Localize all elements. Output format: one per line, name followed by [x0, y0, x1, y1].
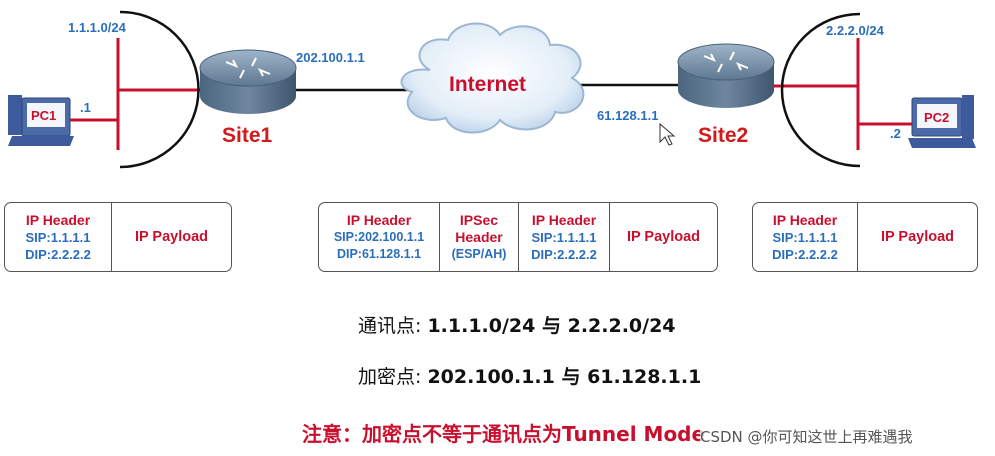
left-ip-header: IP Header SIP:1.1.1.1 DIP:2.2.2.2 — [5, 203, 112, 271]
left-packet-box: IP Header SIP:1.1.1.1 DIP:2.2.2.2 IP Pay… — [4, 202, 232, 272]
pc2-computer-icon — [908, 95, 976, 148]
inner-ip-header: IP Header SIP:1.1.1.1 DIP:2.2.2.2 — [519, 203, 610, 271]
site2-label: Site2 — [698, 124, 749, 147]
right-subnet-label: 2.2.2.0/24 — [826, 23, 884, 38]
site1-label: Site1 — [222, 124, 273, 147]
csdn-watermark: CSDN @你可知这世上再难遇我 — [700, 426, 913, 447]
comm-point-line: 通讯点: 1.1.1.0/24 与 2.2.2.0/24 — [358, 311, 676, 338]
site2-router-icon — [677, 43, 775, 108]
inner-ip-header-title: IP Header — [531, 211, 597, 228]
left-payload-cell: IP Payload — [112, 203, 231, 271]
left-dip: DIP:2.2.2.2 — [25, 246, 91, 262]
outer-ip-header: IP Header SIP:202.100.1.1 DIP:61.128.1.1 — [319, 203, 440, 271]
ipsec-line1: IPSec — [459, 211, 499, 228]
right-payload: IP Payload — [880, 229, 955, 245]
pc1-label: PC1 — [31, 108, 57, 123]
right-site-arc — [780, 12, 861, 168]
left-payload: IP Payload — [134, 229, 209, 245]
right-payload-cell: IP Payload — [858, 203, 977, 271]
left-site-arc — [119, 10, 200, 169]
internet-label: Internet — [449, 73, 527, 96]
site2-wan-ip: 61.128.1.1 — [597, 108, 659, 123]
middle-payload: IP Payload — [626, 229, 701, 245]
outer-ip-header-title: IP Header — [346, 211, 412, 228]
site1-router-icon — [199, 49, 297, 114]
left-sip: SIP:1.1.1.1 — [25, 229, 91, 245]
left-subnet-label: 1.1.1.0/24 — [68, 20, 126, 35]
ipsec-header: IPSec Header (ESP/AH) — [440, 203, 519, 271]
right-ip-header-title: IP Header — [772, 211, 838, 228]
ipsec-line3: (ESP/AH) — [451, 246, 507, 261]
comm-point-value: 1.1.1.0/24 与 2.2.2.0/24 — [427, 315, 676, 337]
tunnel-mode-warning: 注意：加密点不等于通讯点为Tunnel Mode — [302, 422, 706, 446]
right-packet-box: IP Header SIP:1.1.1.1 DIP:2.2.2.2 IP Pay… — [752, 202, 978, 272]
inner-dip: DIP:2.2.2.2 — [531, 246, 597, 262]
outer-sip: SIP:202.100.1.1 — [333, 229, 425, 244]
middle-packet-box: IP Header SIP:202.100.1.1 DIP:61.128.1.1… — [318, 202, 718, 272]
right-sip: SIP:1.1.1.1 — [772, 229, 838, 245]
inner-sip: SIP:1.1.1.1 — [531, 229, 597, 245]
right-ip-header: IP Header SIP:1.1.1.1 DIP:2.2.2.2 — [753, 203, 858, 271]
ipsec-line2: Header — [455, 228, 503, 245]
internet-cloud — [400, 22, 585, 134]
pc2-host-label: .2 — [890, 126, 901, 141]
enc-point-line: 加密点: 202.100.1.1 与 61.128.1.1 — [358, 362, 701, 389]
enc-point-value: 202.100.1.1 与 61.128.1.1 — [427, 366, 702, 388]
site1-wan-ip: 202.100.1.1 — [296, 50, 365, 65]
mouse-cursor-icon — [659, 122, 676, 146]
left-ip-header-title: IP Header — [25, 211, 91, 228]
outer-dip: DIP:61.128.1.1 — [336, 246, 422, 261]
pc1-host-label: .1 — [80, 100, 91, 115]
middle-payload-cell: IP Payload — [610, 203, 717, 271]
comm-point-label: 通讯点: — [358, 315, 428, 337]
network-topology — [8, 10, 976, 169]
right-dip: DIP:2.2.2.2 — [772, 246, 838, 262]
pc1-computer-icon — [8, 95, 74, 146]
enc-point-label: 加密点: — [358, 366, 428, 388]
pc2-label: PC2 — [924, 110, 950, 125]
